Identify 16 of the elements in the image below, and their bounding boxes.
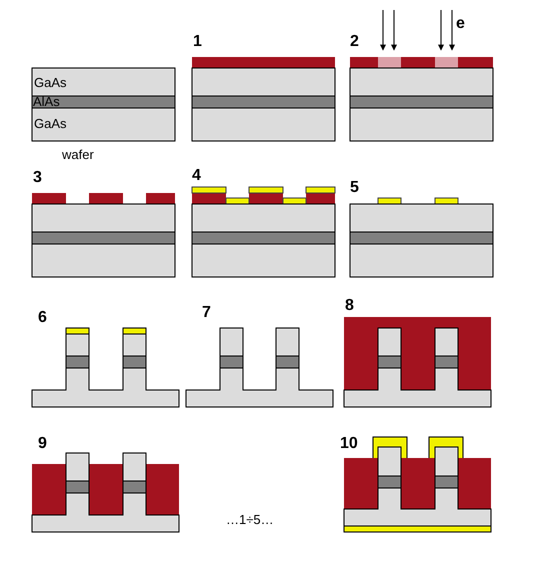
step-number: 2 [350, 34, 359, 50]
step-number: 7 [202, 305, 211, 321]
step-number: 10 [340, 436, 358, 452]
layer-label: …1÷5… [226, 513, 274, 526]
step-number: 3 [33, 170, 42, 186]
layer-label: GaAs [34, 117, 67, 130]
layer-label: GaAs [34, 76, 67, 89]
layer-label: wafer [62, 148, 94, 161]
step-number: 1 [193, 34, 202, 50]
step-number: 9 [38, 436, 47, 452]
step-number: e [456, 16, 465, 32]
step-number: 4 [192, 168, 201, 184]
step-number: 5 [350, 180, 359, 196]
layer-label: AlAs [33, 95, 60, 108]
step-number: 8 [345, 298, 354, 314]
step-number: 6 [38, 310, 47, 326]
